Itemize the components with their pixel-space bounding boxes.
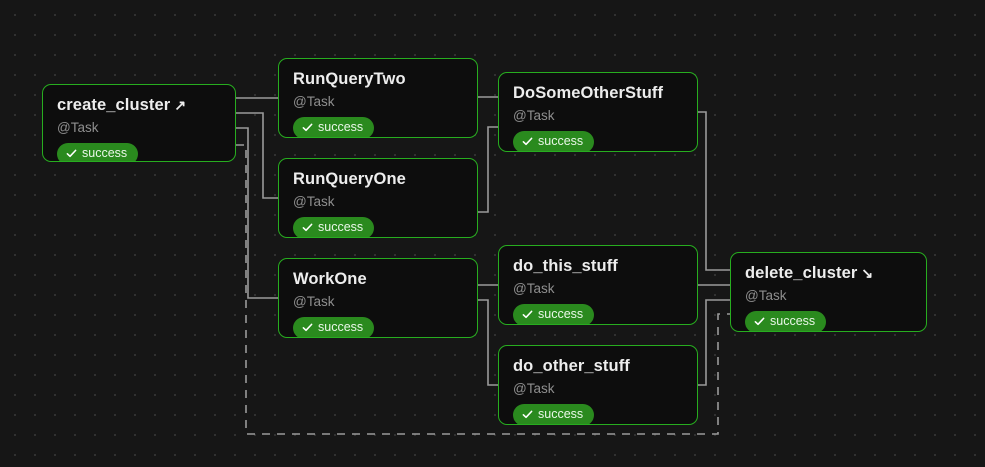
status-badge: success bbox=[513, 404, 595, 424]
graph-node-create_cluster[interactable]: create_cluster↗ @Task success bbox=[42, 84, 236, 162]
node-title-text: do_other_stuff bbox=[513, 357, 630, 375]
status-badge: success bbox=[293, 217, 375, 237]
node-type-label: @Task bbox=[513, 380, 555, 396]
node-title: delete_cluster↘ bbox=[745, 264, 912, 283]
check-icon bbox=[522, 409, 533, 420]
node-title-text: RunQueryTwo bbox=[293, 70, 406, 88]
status-badge-label: success bbox=[538, 134, 584, 149]
status-badge: success bbox=[293, 117, 375, 137]
status-badge: success bbox=[57, 143, 139, 161]
graph-node-do_this_stuff[interactable]: do_this_stuff @Task success bbox=[498, 245, 698, 325]
node-title: WorkOne bbox=[293, 270, 463, 289]
node-link-arrow-icon[interactable]: ↘ bbox=[861, 265, 874, 282]
node-title: do_this_stuff bbox=[513, 257, 683, 276]
node-title-text: RunQueryOne bbox=[293, 170, 406, 188]
status-badge-label: success bbox=[318, 320, 364, 335]
check-icon bbox=[302, 122, 313, 133]
node-type-label: @Task bbox=[513, 107, 555, 123]
node-title: do_other_stuff bbox=[513, 357, 683, 376]
graph-node-RunQueryTwo[interactable]: RunQueryTwo @Task success bbox=[278, 58, 478, 138]
graph-edge[interactable] bbox=[698, 111, 730, 271]
node-title: create_cluster↗ bbox=[57, 96, 221, 115]
status-badge: success bbox=[513, 304, 595, 324]
node-title-text: WorkOne bbox=[293, 270, 367, 288]
graph-edge[interactable] bbox=[698, 299, 730, 386]
graph-node-DoSomeOtherStuff[interactable]: DoSomeOtherStuff @Task success bbox=[498, 72, 698, 152]
node-type-label: @Task bbox=[293, 93, 335, 109]
node-title-text: DoSomeOtherStuff bbox=[513, 84, 664, 102]
check-icon bbox=[522, 309, 533, 320]
node-title: DoSomeOtherStuff bbox=[513, 84, 683, 103]
graph-edge[interactable] bbox=[236, 112, 278, 199]
status-badge: success bbox=[293, 317, 375, 337]
status-badge-label: success bbox=[538, 307, 584, 322]
node-link-arrow-icon[interactable]: ↗ bbox=[174, 97, 187, 114]
check-icon bbox=[302, 322, 313, 333]
graph-node-delete_cluster[interactable]: delete_cluster↘ @Task success bbox=[730, 252, 927, 332]
node-type-label: @Task bbox=[513, 280, 555, 296]
status-badge-label: success bbox=[318, 220, 364, 235]
status-badge: success bbox=[513, 131, 595, 151]
node-title: RunQueryOne bbox=[293, 170, 463, 189]
graph-node-WorkOne[interactable]: WorkOne @Task success bbox=[278, 258, 478, 338]
graph-node-RunQueryOne[interactable]: RunQueryOne @Task success bbox=[278, 158, 478, 238]
status-badge-label: success bbox=[82, 146, 128, 161]
node-title: RunQueryTwo bbox=[293, 70, 463, 89]
node-type-label: @Task bbox=[293, 193, 335, 209]
graph-edge[interactable] bbox=[478, 126, 498, 213]
graph-edge[interactable] bbox=[478, 299, 498, 386]
node-type-label: @Task bbox=[57, 119, 99, 135]
status-badge-label: success bbox=[538, 407, 584, 422]
check-icon bbox=[754, 316, 765, 327]
graph-edge[interactable] bbox=[236, 127, 278, 299]
node-type-label: @Task bbox=[745, 287, 787, 303]
node-title-text: delete_cluster bbox=[745, 264, 858, 282]
status-badge: success bbox=[745, 311, 827, 331]
node-type-label: @Task bbox=[293, 293, 335, 309]
node-title-text: create_cluster bbox=[57, 96, 171, 114]
graph-node-do_other_stuff[interactable]: do_other_stuff @Task success bbox=[498, 345, 698, 425]
check-icon bbox=[302, 222, 313, 233]
status-badge-label: success bbox=[770, 314, 816, 329]
check-icon bbox=[66, 148, 77, 159]
node-title-text: do_this_stuff bbox=[513, 257, 618, 275]
status-badge-label: success bbox=[318, 120, 364, 135]
check-icon bbox=[522, 136, 533, 147]
